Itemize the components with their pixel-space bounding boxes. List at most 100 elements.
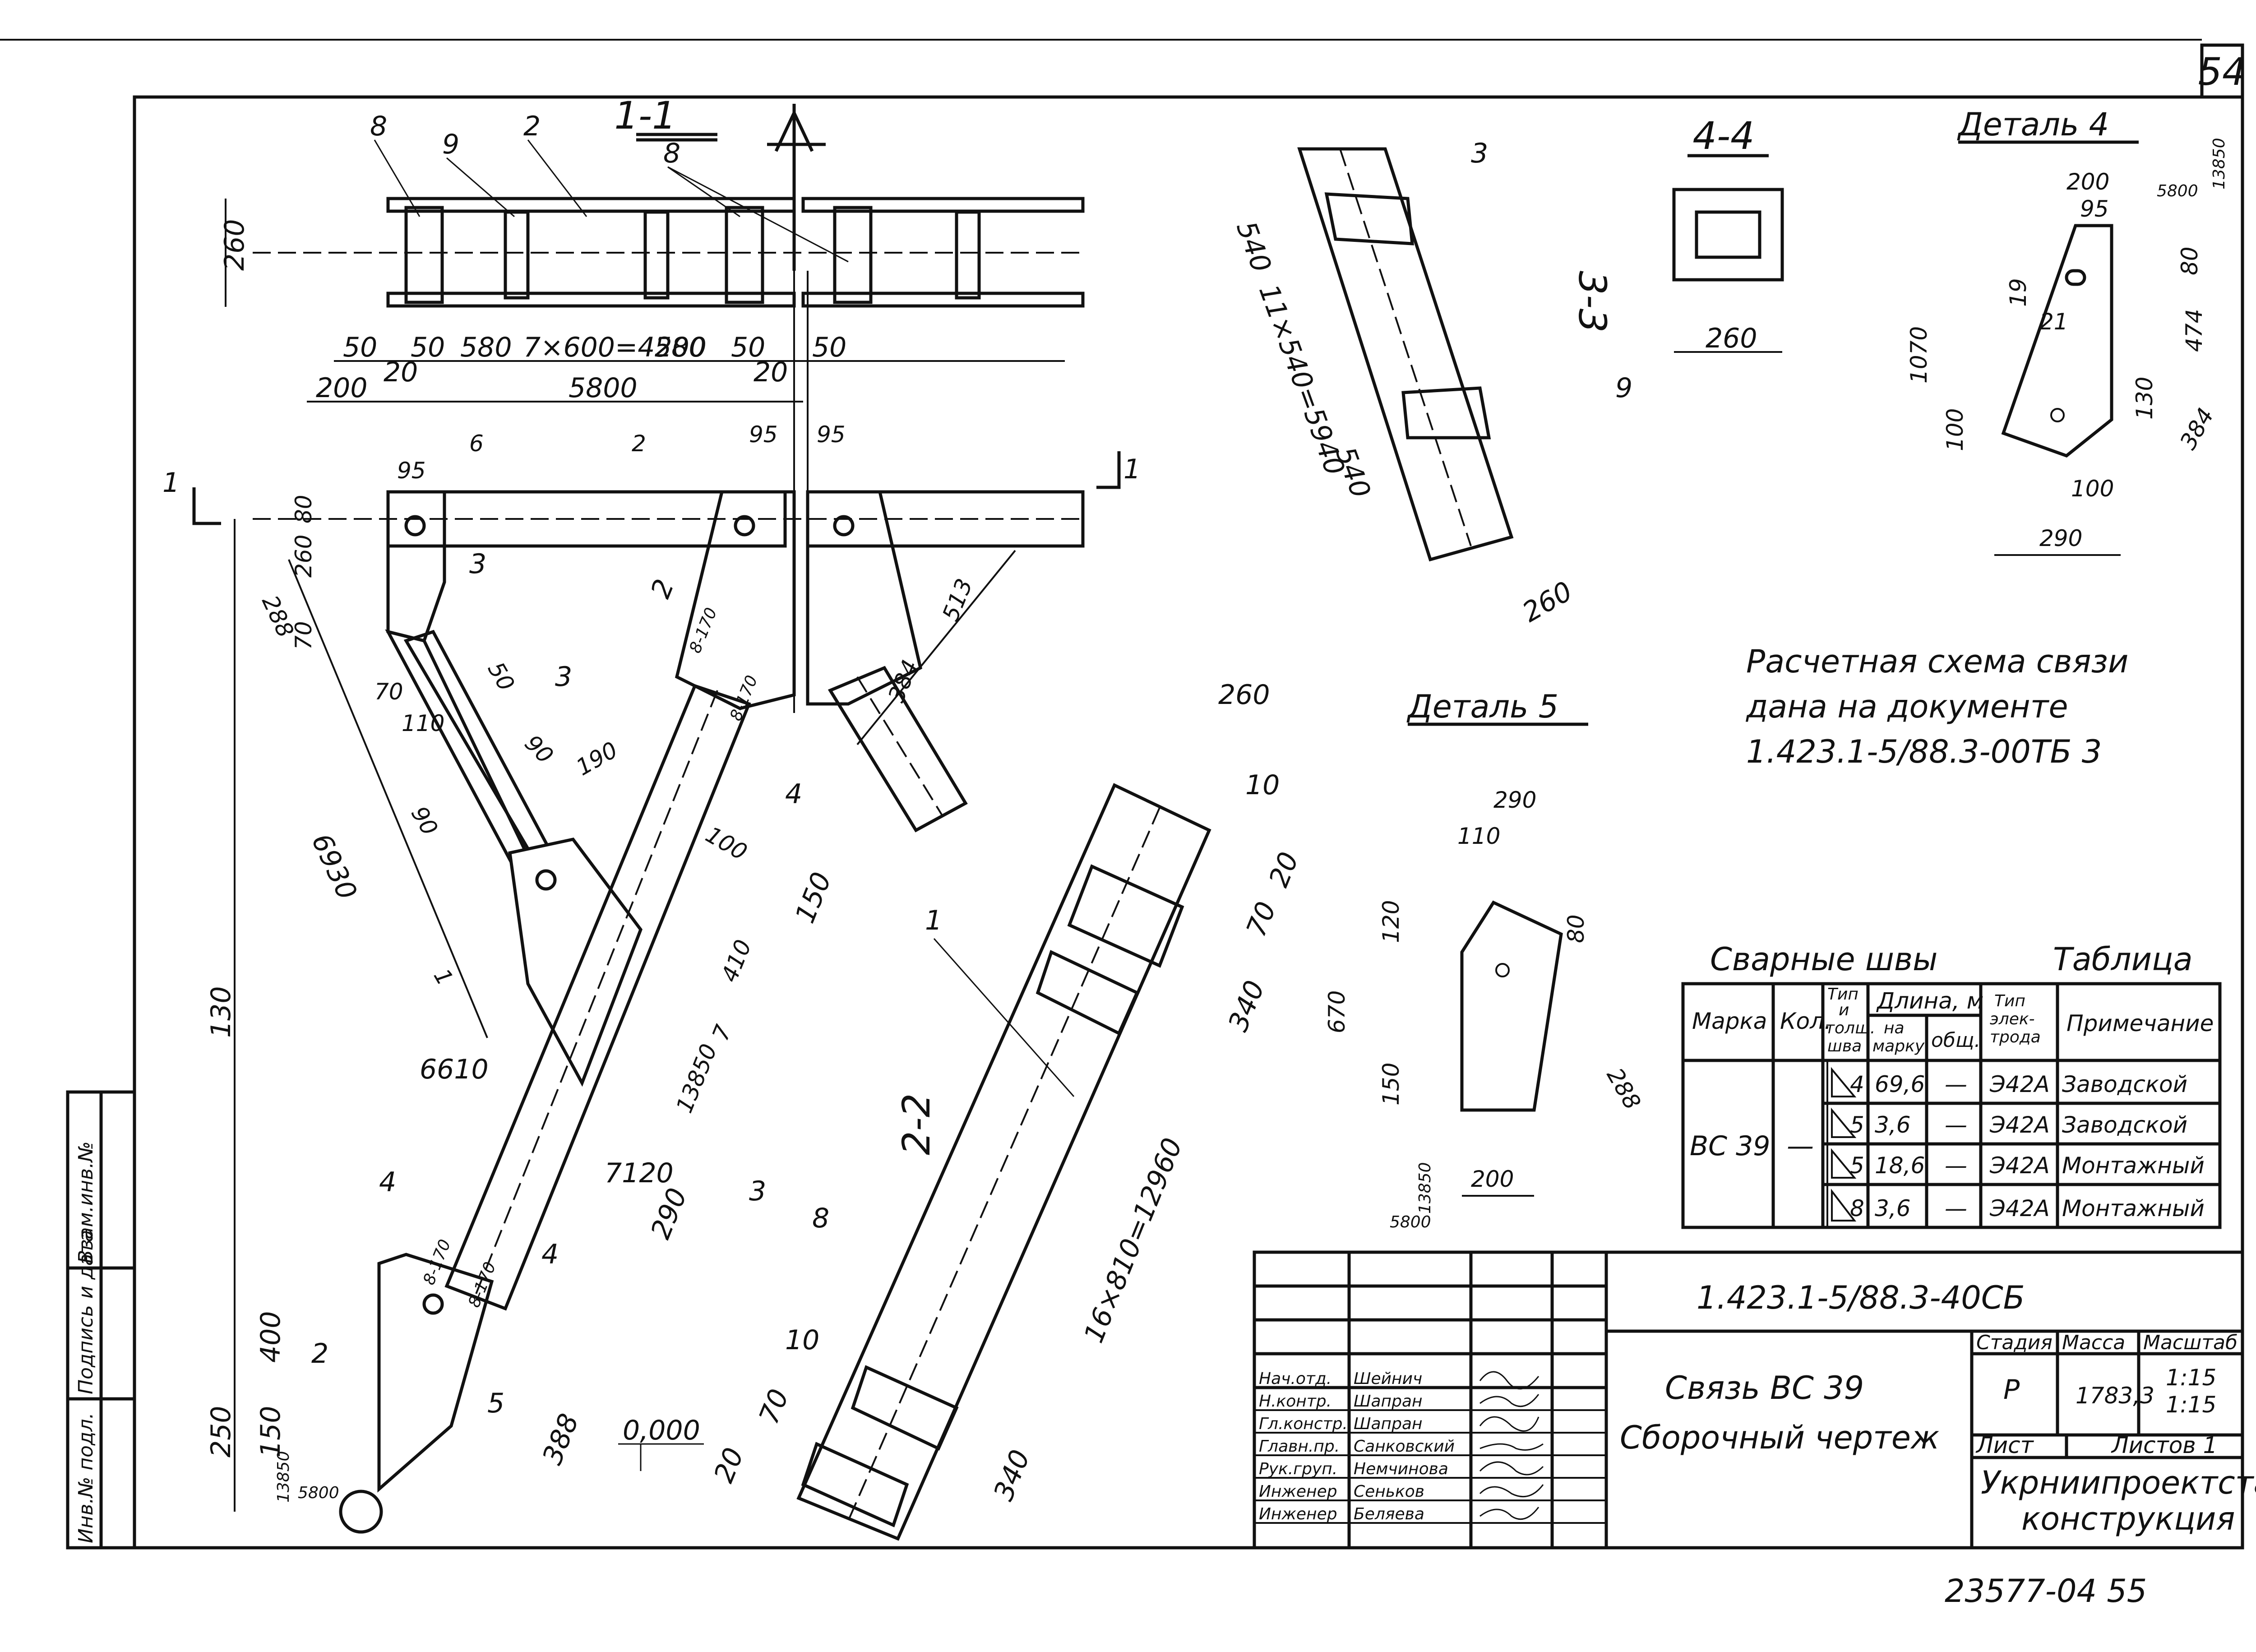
dim-340-top: 340 bbox=[1222, 976, 1271, 1036]
dim-580-b: 580 bbox=[654, 332, 706, 363]
dim-70-a: 70 bbox=[291, 621, 317, 650]
main-elevation: 130 6930 150 290 95 6 2 95 95 80 260 288… bbox=[162, 271, 1141, 1534]
dim-4-4-260: 260 bbox=[1706, 323, 1757, 354]
dim-3-3-260: 260 bbox=[1517, 575, 1578, 629]
dim-6610: 150 bbox=[789, 868, 838, 927]
section-4-4: 4-4 260 bbox=[1672, 114, 1784, 354]
dim-70-bottom: 70 bbox=[753, 1385, 795, 1429]
dim-290: 1 bbox=[429, 964, 458, 990]
weld-symbol-icon bbox=[1831, 1189, 1857, 1222]
td-elektrod: Э42А bbox=[1989, 1195, 2050, 1222]
dim-3-3-540-top: 540 bbox=[1230, 217, 1277, 277]
d5-axis-13850: 13850 bbox=[1416, 1162, 1434, 1214]
dim-70-b: 70 bbox=[374, 679, 403, 705]
dim-13850: 130 bbox=[205, 986, 237, 1038]
d4-axis-13850: 13850 bbox=[2210, 138, 2228, 190]
th-el-1: Тип bbox=[1994, 992, 2025, 1010]
dim-95-a: 95 bbox=[397, 458, 426, 484]
title-block: 1.423.1-5/88.3-40СБ Связь ВС 39 Сборочны… bbox=[1253, 1250, 2256, 1550]
note-line-1: Расчетная схема связи bbox=[1746, 643, 2128, 680]
dim-580-a: 580 bbox=[460, 332, 512, 363]
role-7: Инженер bbox=[1259, 1505, 1337, 1523]
td-na-marku: 3,6 bbox=[1875, 1195, 1911, 1222]
dim-410: 13850 bbox=[671, 1040, 722, 1116]
td-tip: 8 bbox=[1850, 1195, 1864, 1222]
dim-20-b: 20 bbox=[754, 356, 788, 388]
section-mark-1-right-label: 1 bbox=[1123, 453, 1141, 485]
drawing-name-1: Связь ВС 39 bbox=[1665, 1370, 1864, 1407]
weld-table: Сварные швы Таблица Марка Кол. Тип и тол… bbox=[1681, 941, 2222, 1229]
td-marka: ВС 39 bbox=[1690, 1130, 1770, 1162]
dim-513: 513 bbox=[937, 575, 978, 625]
td-tip: 5 bbox=[1850, 1112, 1864, 1138]
th-tip-2: и bbox=[1839, 1001, 1849, 1019]
mass-value: 1783,3 bbox=[2076, 1383, 2154, 1409]
dim-80: 80 bbox=[291, 495, 317, 523]
th-na-marku-1: на bbox=[1884, 1019, 1905, 1037]
callout-9: 9 bbox=[442, 129, 459, 160]
td-elektrod: Э42А bbox=[1989, 1152, 2050, 1179]
dim-400: 400 bbox=[255, 1311, 287, 1363]
section-mark-1-left bbox=[192, 487, 221, 525]
stage-label: Стадия bbox=[1976, 1331, 2053, 1354]
th-tip-3: толщ. bbox=[1825, 1019, 1875, 1037]
signature-5 bbox=[1479, 1461, 1544, 1476]
dim-130: 410 bbox=[716, 936, 757, 986]
signature-2 bbox=[1479, 1394, 1539, 1407]
stamp-inv-podl: Инв.№ подл. bbox=[74, 1412, 97, 1543]
dim-50: 50 bbox=[483, 657, 520, 695]
callout-2: 2 bbox=[632, 430, 646, 457]
section-mark-1-right bbox=[1096, 451, 1121, 489]
drawing-frame bbox=[133, 95, 2244, 1550]
table-row: 4 69,6 — Э42А Заводской bbox=[1831, 1067, 2187, 1097]
callout-1-2-2: 1 bbox=[925, 905, 942, 936]
d4-dim-21: 21 bbox=[2039, 309, 2068, 335]
dim-150: 7 bbox=[707, 1021, 737, 1044]
signature-6 bbox=[1479, 1484, 1544, 1498]
dim-384: 384 bbox=[883, 656, 924, 706]
callout-10-bottom: 10 bbox=[785, 1324, 819, 1356]
d4-dim-384: 384 bbox=[2175, 403, 2219, 454]
section-mark-2-b: 2 bbox=[311, 1338, 328, 1370]
dim-90-b: 90 bbox=[406, 802, 443, 840]
section-2-2-title: 2-2 bbox=[894, 1093, 938, 1155]
role-3: Гл.констр. bbox=[1259, 1415, 1348, 1433]
td-na-marku: 69,6 bbox=[1875, 1071, 1925, 1097]
td-na-marku: 18,6 bbox=[1875, 1152, 1925, 1179]
callout-3: 3 bbox=[555, 661, 572, 693]
d5-dim-200: 200 bbox=[1471, 1166, 1514, 1192]
d4-dim-200: 200 bbox=[2066, 169, 2109, 195]
th-tip-4: шва bbox=[1827, 1037, 1862, 1055]
role-6: Инженер bbox=[1259, 1482, 1337, 1501]
name-7: Беляева bbox=[1354, 1505, 1424, 1523]
detail-4: Деталь 4 200 95 13850 5800 80 19 21 474 … bbox=[1906, 106, 2228, 556]
doc-code: 1.423.1-5/88.3-40СБ bbox=[1697, 1279, 2025, 1316]
sheet-number: 54 bbox=[2198, 50, 2247, 94]
table-row: 5 18,6 — Э42А Монтажный bbox=[1831, 1148, 2205, 1179]
section-mark-3: 3 bbox=[469, 548, 486, 580]
signature-7 bbox=[1479, 1507, 1539, 1520]
callout-3-3-9: 9 bbox=[1615, 372, 1632, 404]
section-1-1-title: 1-1 bbox=[614, 93, 676, 138]
dim-200: 200 bbox=[316, 372, 368, 404]
section-mark-4-a: 4 bbox=[379, 1166, 396, 1198]
org-line-1: Укрниипроектсталь- bbox=[1981, 1464, 2256, 1501]
dim-3-3-11x540: 11×540=5940 bbox=[1253, 280, 1351, 479]
note-line-3: 1.423.1-5/88.3-00ТБ 3 bbox=[1746, 733, 2102, 770]
callout-2-top: 2 bbox=[523, 111, 541, 142]
sheet-label: Лист bbox=[1975, 1432, 2034, 1458]
dim-90-a: 90 bbox=[520, 730, 559, 768]
d5-dim-150: 150 bbox=[1378, 1063, 1404, 1106]
name-6: Сеньков bbox=[1354, 1482, 1424, 1501]
dim-7x600: 7×600=4200 bbox=[523, 332, 707, 363]
section-1-1: 1-1 260 50 50 580 7×600=4200 580 50 50 2… bbox=[219, 93, 1085, 404]
d4-axis-5800: 5800 bbox=[2157, 182, 2198, 200]
d5-dim-290: 290 bbox=[1493, 787, 1536, 813]
d4-dim-290: 290 bbox=[2039, 525, 2082, 551]
td-tip: 4 bbox=[1850, 1071, 1864, 1097]
d4-dim-474: 474 bbox=[2181, 309, 2207, 352]
callout-8-a: 8 bbox=[370, 111, 387, 142]
dim-20-top: 20 bbox=[1263, 848, 1305, 892]
section-mark-1-left-label: 1 bbox=[162, 467, 180, 499]
